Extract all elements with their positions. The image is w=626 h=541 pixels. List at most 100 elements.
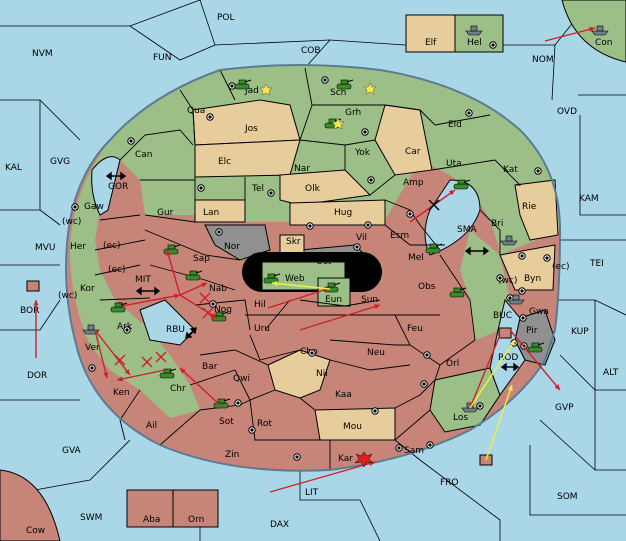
svg-text:Hil: Hil: [254, 300, 266, 310]
svg-text:Orl: Orl: [446, 359, 459, 369]
region-byn[interactable]: [499, 244, 556, 291]
fleet-icon[interactable]: [465, 25, 483, 36]
fleet-icon[interactable]: [507, 294, 525, 305]
label-sma: SMA: [457, 225, 477, 235]
supply-center-icon: [215, 228, 223, 236]
region-rie[interactable]: [514, 179, 559, 241]
green-east-arm: [460, 230, 510, 340]
supply-center-icon: [228, 82, 236, 90]
svg-text:Yok: Yok: [354, 148, 371, 158]
double-arrow-icon: [464, 246, 490, 256]
svg-text:Elc: Elc: [218, 157, 231, 167]
svg-text:Hel: Hel: [467, 38, 482, 48]
label-swm: SWM: [80, 513, 102, 523]
svg-text:Kaa: Kaa: [335, 390, 352, 400]
supply-center-icon: [534, 167, 542, 175]
supply-center-icon: [234, 399, 242, 407]
army-icon[interactable]: [263, 273, 281, 284]
army-icon[interactable]: [185, 270, 203, 281]
star-icon: [331, 117, 345, 130]
svg-text:Elf: Elf: [425, 38, 437, 48]
svg-text:Tel: Tel: [251, 184, 264, 194]
supply-center-icon: [88, 364, 96, 372]
supply-center-icon: [123, 326, 131, 334]
svg-text:Zin: Zin: [225, 450, 239, 460]
supply-center-icon: [248, 426, 256, 434]
hold-cross-icon: [199, 292, 211, 304]
supply-center-icon: [197, 184, 205, 192]
svg-text:Sun: Sun: [361, 295, 378, 305]
label-pol: POL: [217, 13, 235, 23]
svg-text:Grh: Grh: [345, 108, 361, 118]
move-arrow-icon: [469, 339, 516, 409]
svg-text:Car: Car: [405, 147, 421, 157]
move-arrow-icon: [94, 329, 131, 376]
svg-text:(wc): (wc): [58, 291, 77, 301]
label-mvu: MVU: [35, 243, 56, 253]
double-arrow-icon: [500, 362, 520, 372]
label-lit: LIT: [305, 488, 319, 498]
label-gvp: GVP: [555, 403, 574, 413]
svg-text:Sot: Sot: [219, 417, 234, 427]
svg-text:Chr: Chr: [170, 384, 186, 394]
svg-text:Gwa: Gwa: [529, 307, 549, 317]
fleet-icon[interactable]: [500, 235, 518, 246]
label-alt: ALT: [603, 368, 619, 378]
svg-text:Cow: Cow: [26, 526, 45, 536]
army-icon[interactable]: [336, 79, 354, 90]
svg-text:Gaw: Gaw: [84, 202, 104, 212]
order-arrows: [33, 26, 596, 493]
svg-text:Amp: Amp: [403, 178, 424, 188]
explosion-icon: [354, 451, 374, 468]
army-icon[interactable]: [213, 398, 231, 409]
supply-center-icon: [353, 243, 361, 251]
region-orn[interactable]: [172, 489, 219, 528]
label-tei: TEI: [589, 259, 604, 269]
move-arrow-icon: [485, 384, 513, 461]
army-icon[interactable]: [159, 368, 177, 379]
svg-text:Skr: Skr: [286, 237, 301, 247]
label-som: SOM: [557, 492, 578, 502]
supply-center-icon: [406, 210, 414, 218]
supply-center-icon: [423, 351, 431, 359]
sea-marker-bor: [26, 280, 40, 292]
supply-center-icon: [426, 441, 434, 449]
region-elc[interactable]: [194, 139, 301, 178]
green-west-arm: [70, 140, 200, 418]
army-icon[interactable]: [425, 243, 443, 254]
label-kup: KUP: [571, 327, 589, 337]
supply-center-icon: [267, 189, 275, 197]
svg-text:(ec): (ec): [108, 265, 126, 275]
army-icon[interactable]: [527, 342, 545, 353]
sea-buc-rod: [489, 298, 526, 397]
svg-text:Rot: Rot: [257, 419, 272, 429]
supply-center-icon: [71, 203, 79, 211]
army-icon[interactable]: [453, 179, 471, 190]
strait-gor: [91, 156, 121, 216]
label-kal: KAL: [5, 163, 22, 173]
fleet-icon[interactable]: [591, 25, 609, 36]
svg-text:Kar: Kar: [338, 454, 353, 464]
army-icon[interactable]: [449, 287, 467, 298]
svg-text:Vil: Vil: [356, 233, 367, 243]
svg-text:Orn: Orn: [188, 515, 204, 525]
region-aba[interactable]: [126, 489, 174, 528]
svg-text:Nar: Nar: [294, 164, 310, 174]
supply-center-icon: [496, 274, 504, 282]
land-labels: Elf Hel Con Jad Sch Grh Qua Jos Eld Can …: [26, 38, 613, 536]
label-bor: BOR: [20, 306, 39, 316]
army-icon[interactable]: [234, 79, 252, 90]
label-nvm: NVM: [32, 49, 53, 59]
label-dor: DOR: [27, 371, 47, 381]
svg-text:Kor: Kor: [80, 284, 95, 294]
label-rod: ROD: [498, 353, 518, 363]
region-elf[interactable]: [405, 14, 456, 53]
move-arrow-icon: [121, 293, 181, 307]
coast-outline: [65, 64, 562, 472]
label-gva: GVA: [62, 446, 82, 456]
supply-center-icon: [321, 76, 329, 84]
region-olk[interactable]: [279, 169, 372, 206]
army-icon[interactable]: [110, 302, 128, 313]
star-markers: [259, 82, 377, 130]
